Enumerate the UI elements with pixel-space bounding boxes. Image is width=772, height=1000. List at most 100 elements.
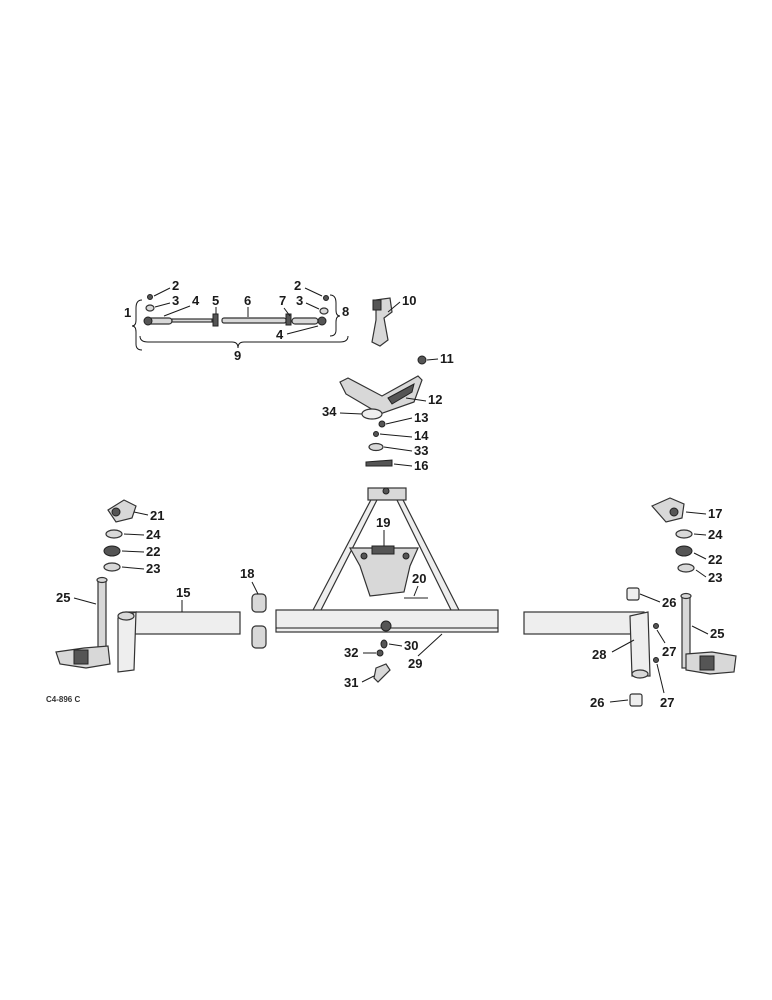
callout-22: 22	[146, 544, 160, 559]
leader-23b	[695, 569, 707, 578]
cotter-pin-right	[323, 295, 329, 301]
tie-rod-ball-right	[317, 316, 327, 326]
leader-2b	[304, 287, 323, 297]
callout-22: 22	[708, 552, 722, 567]
callout-1: 1	[124, 305, 131, 320]
left-bearing-22	[103, 545, 121, 557]
callout-30: 30	[404, 638, 418, 653]
callout-15: 15	[176, 585, 190, 600]
threaded-rod-left	[171, 318, 213, 323]
leader-26b	[609, 699, 629, 703]
callout-25: 25	[710, 626, 724, 641]
bushing-26-lower	[629, 693, 643, 707]
callout-27: 27	[660, 695, 674, 710]
bracket-left	[131, 299, 143, 351]
leader-20	[413, 585, 419, 597]
leader-3a	[154, 302, 171, 308]
pivot-cap	[361, 408, 383, 420]
fitting-27-upper	[653, 623, 659, 629]
right-spindle-top	[680, 592, 692, 600]
leader-16	[393, 463, 413, 467]
callout-4: 4	[276, 327, 284, 342]
pin-16	[365, 459, 393, 467]
right-spindle-hub	[699, 655, 715, 671]
callout-12: 12	[428, 392, 442, 407]
right-washer-23	[677, 563, 695, 573]
callout-27: 27	[662, 644, 676, 659]
callout-13: 13	[414, 410, 428, 425]
leader-18	[251, 581, 259, 595]
leader-25a	[73, 597, 97, 605]
callout-26: 26	[590, 695, 604, 710]
left-axle-knee	[117, 611, 137, 673]
ring-33	[368, 442, 384, 452]
callout-20: 20	[412, 571, 426, 586]
callout-3: 3	[172, 293, 179, 308]
bracket-right	[329, 294, 341, 337]
right-axle-knee-bore	[631, 669, 649, 679]
leader-34	[339, 412, 363, 415]
leader-33	[383, 446, 413, 452]
tie-rod-ball-left	[143, 316, 153, 326]
fitting-27-lower	[653, 657, 659, 663]
left-washer-23	[103, 562, 121, 572]
bolster-bracket-ribs	[387, 383, 415, 405]
callout-8: 8	[342, 304, 349, 319]
washer-13	[378, 420, 386, 428]
callout-5: 5	[212, 293, 219, 308]
callout-23: 23	[146, 561, 160, 576]
callout-16: 16	[414, 458, 428, 473]
right-axle-knee	[629, 611, 651, 677]
radius-rod-eye	[382, 487, 390, 495]
bushings-18: 18	[240, 566, 267, 649]
callout-2: 2	[294, 278, 301, 293]
right-steering-arm-17	[651, 497, 685, 523]
clamp-left	[212, 313, 219, 327]
leader-28	[611, 639, 635, 653]
leader-24a	[123, 533, 145, 536]
leader-27b	[656, 663, 665, 694]
leader-17	[685, 511, 707, 515]
leader-26a	[639, 593, 661, 603]
callout-21: 21	[150, 508, 164, 523]
leader-11	[426, 358, 439, 361]
leader-22a	[121, 550, 145, 553]
pivot-bracket-group: 11 12 34 13 14 33 16	[322, 351, 454, 473]
callout-3: 3	[296, 293, 303, 308]
callout-14: 14	[414, 428, 429, 443]
leader-4a	[163, 305, 191, 317]
left-steering-arm-bore	[111, 507, 121, 517]
leader-4b	[286, 325, 319, 335]
callout-26: 26	[662, 595, 676, 610]
washer-32	[376, 649, 384, 657]
tie-rod-end-right	[291, 317, 319, 325]
leader-31	[361, 675, 375, 683]
callout-9: 9	[234, 348, 241, 363]
callout-7: 7	[279, 293, 286, 308]
right-axle-extension	[523, 611, 645, 635]
leader-29	[417, 633, 443, 657]
leader-3b	[305, 302, 320, 310]
leader-23a	[121, 566, 145, 570]
callout-29: 29	[408, 656, 422, 671]
right-steering-arm-bore	[669, 507, 679, 517]
callout-23: 23	[708, 570, 722, 585]
callout-31: 31	[344, 675, 358, 690]
left-spindle-top	[96, 576, 108, 584]
callout-17: 17	[708, 506, 722, 521]
left-axle-assembly: 15 21 24 22 23 25	[55, 499, 241, 673]
nut-14	[373, 431, 379, 437]
leader-12	[405, 397, 427, 402]
steering-arm-10: 10	[371, 293, 416, 347]
bolster-bracket	[339, 375, 423, 415]
tie-rod-tube	[221, 317, 287, 324]
callout-34: 34	[322, 404, 337, 419]
callout-11: 11	[440, 351, 454, 366]
drawing-code: C4-896 C	[46, 695, 80, 704]
callout-2: 2	[172, 278, 179, 293]
pivot-pin-30	[380, 639, 388, 649]
pin-31	[373, 663, 391, 683]
leader-24b	[693, 533, 707, 536]
right-bearing-22	[675, 545, 693, 557]
